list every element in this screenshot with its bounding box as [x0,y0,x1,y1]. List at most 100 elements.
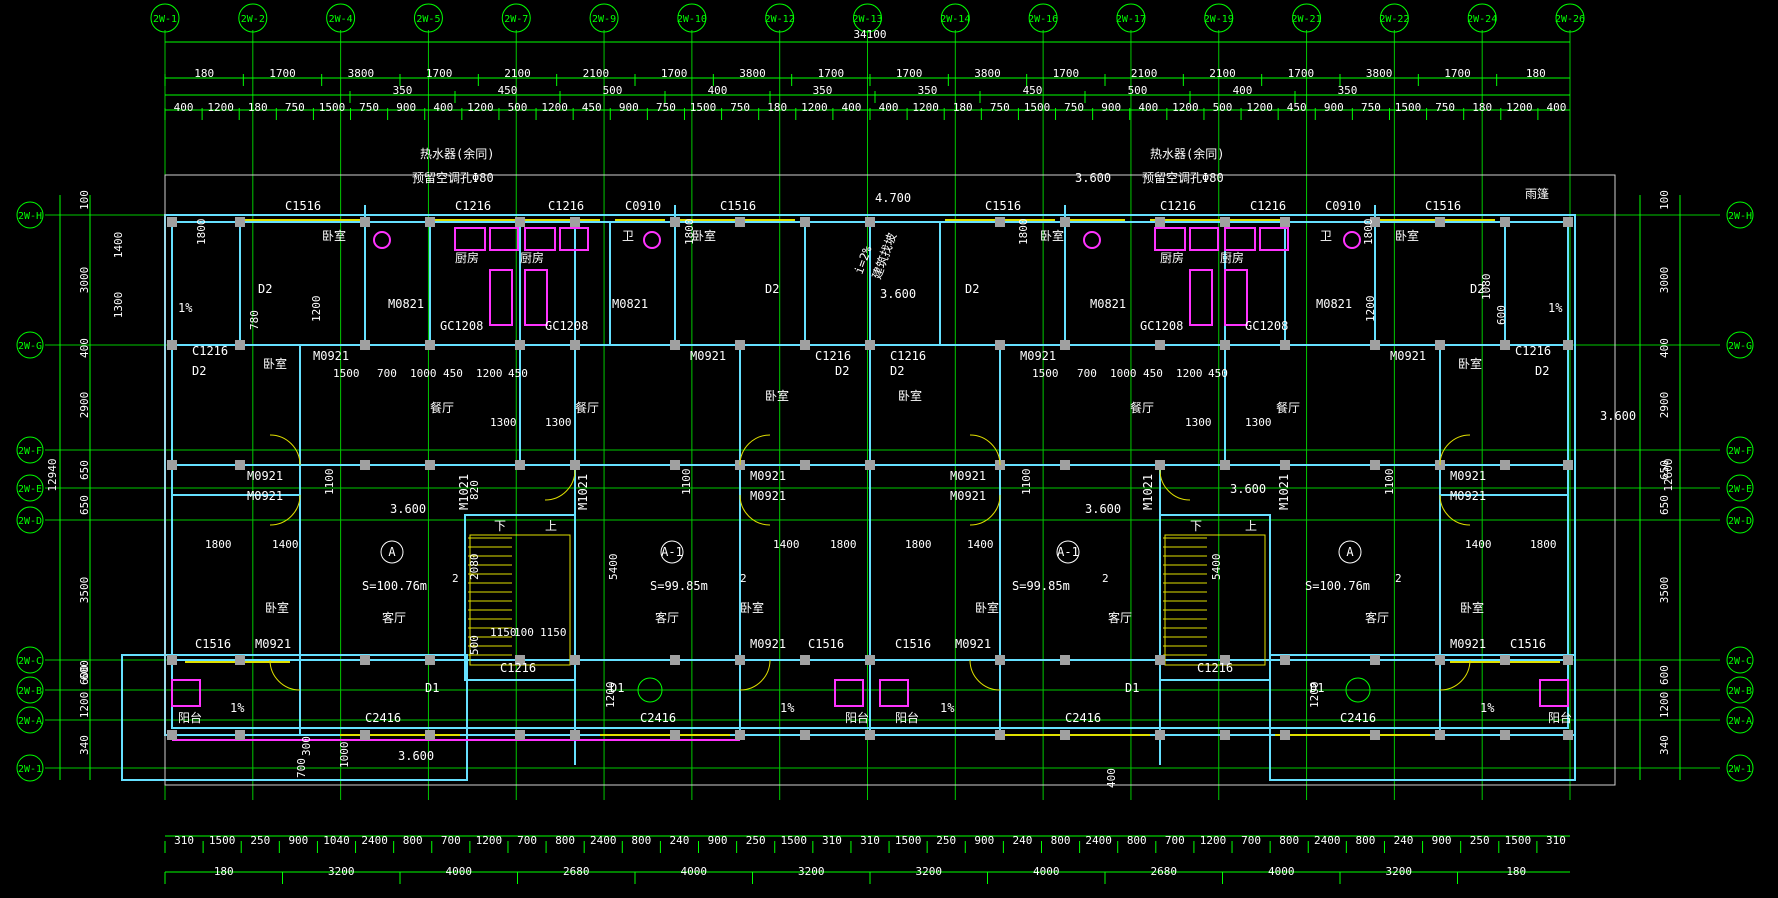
column [1435,730,1445,740]
axis-label: 2W-4 [329,14,353,25]
dimension-value: 1200 [1200,834,1227,847]
slope-percent: 1% [1548,301,1563,315]
dimension-value: 250 [746,834,766,847]
dimension-value: 900 [288,834,308,847]
dimension-value: 180 [194,67,214,80]
opening-label-m0921: M0921 [247,469,283,483]
opening-label-m0921: M0921 [690,349,726,363]
dimension-value: 650 [1658,495,1671,515]
axis-label: 2W-12 [765,14,795,25]
dimension-value: 1200 [207,101,234,114]
dimension-value: 250 [1470,834,1490,847]
dimension-lines [59,41,1681,873]
dimension-value: 500 [1128,84,1148,97]
opening-label-c1516: C1516 [1425,199,1461,213]
column [1280,340,1290,350]
room-label-bedroom: 卧室 [692,228,716,243]
column [735,730,745,740]
opening-label-m0921: M0921 [750,637,786,651]
opening-label-c1216: C1216 [1197,661,1233,675]
stair-treads [468,534,1266,666]
axis-label: 2W-2 [241,14,265,25]
interior-dimension: 1100 [323,469,336,496]
axis-label: 2W-1 [18,764,42,775]
opening-label-c1516: C1516 [285,199,321,213]
column [1060,460,1070,470]
axis-label: 2W-A [18,716,42,727]
unit-mark-label: A [388,545,396,559]
column [670,217,680,227]
axis-label: 2W-19 [1204,14,1234,25]
opening-label-m1021: M1021 [1277,474,1291,510]
column [1155,217,1165,227]
axis-label: 2W-1 [153,14,177,25]
opening-label-c1516: C1516 [1510,637,1546,651]
opening-label-d2: D2 [835,364,849,378]
stair-up-label: 上 [545,519,557,533]
dimension-value: 180 [1472,101,1492,114]
unit-area-label: S=100.76m [1305,579,1370,593]
axis-bubble [16,506,44,534]
dimension-value: 1200 [467,101,494,114]
column [865,217,875,227]
opening-label-m0921: M0921 [247,489,283,503]
room-label-dining: 餐厅 [430,400,454,415]
interior-dimension: 1800 [195,219,208,246]
dimension-value: 1200 [1246,101,1273,114]
column [1220,730,1230,740]
room-label-bedroom: 卧室 [1395,228,1419,243]
dimension-value: 650 [78,460,91,480]
axis-label: 2W-21 [1292,14,1322,25]
elevation-3600: 3.600 [1230,482,1266,496]
dimension-value: 1400 [112,232,125,259]
column [1370,655,1380,665]
opening-label-gc1208: GC1208 [1140,319,1183,333]
interior-dimension: 1150 [490,626,517,639]
dimension-value: 3000 [78,267,91,294]
dimension-value: 1500 [895,834,922,847]
dimension-value: 3800 [1366,67,1393,80]
column [570,655,580,665]
room-label-balcony: 阳台 [845,710,869,725]
opening-label-d1: D1 [1310,681,1324,695]
interior-dimension: 1800 [205,538,232,551]
dimension-value: 1500 [781,834,808,847]
unit-area-superscript: 2 [452,572,459,585]
interior-dimension: 1200 [1364,296,1377,323]
axis-bubble [16,201,44,229]
column [1060,730,1070,740]
column [425,217,435,227]
dimension-value: 1700 [1288,67,1315,80]
axis-label: 2W-D [18,516,42,527]
interior-dimension: 1300 [545,416,572,429]
opening-label-m0821: M0821 [388,297,424,311]
overall-width-label: 34100 [853,28,886,41]
column [670,460,680,470]
room-label-balcony: 阳台 [1548,710,1572,725]
dimension-value: 1700 [426,67,453,80]
opening-label-c1216: C1216 [1515,344,1551,358]
dimension-value: 750 [730,101,750,114]
dimension-value: 750 [1435,101,1455,114]
opening-label-d1: D1 [425,681,439,695]
room-label-living: 客厅 [1108,610,1132,625]
axis-bubble [16,646,44,674]
axis-label: 2W-24 [1467,14,1497,25]
opening-label-m0921: M0921 [1020,349,1056,363]
column [515,340,525,350]
room-label-bedroom: 卧室 [765,388,789,403]
dimension-value: 4000 [1033,865,1060,878]
opening-label-c1216: C1216 [548,199,584,213]
opening-label-c0910: C0910 [1325,199,1361,213]
column [570,460,580,470]
column [1563,340,1573,350]
interior-dimension: 400 [1105,768,1118,788]
axis-label: 2W-G [1728,341,1752,352]
opening-label-d2: D2 [258,282,272,296]
room-label-bath: 卫 [1320,229,1332,243]
room-label-bedroom: 卧室 [265,600,289,615]
axis-bubble [1726,474,1754,502]
column [1280,217,1290,227]
